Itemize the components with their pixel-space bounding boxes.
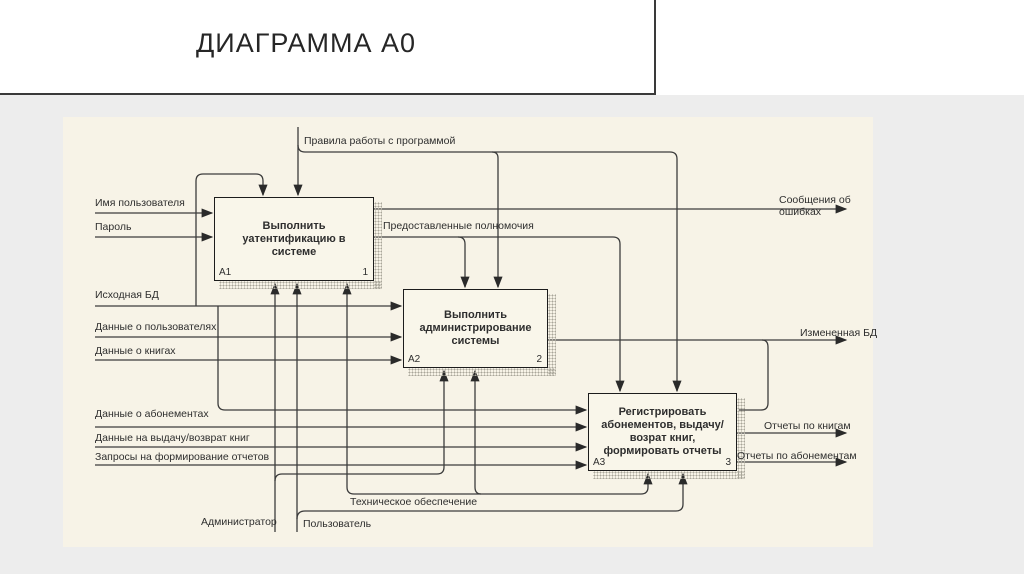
arrow-tech-trunk-a2: [470, 369, 482, 495]
label-book-reports: Отчеты по книгам: [764, 420, 851, 432]
arrow-administrator-a2: [274, 369, 449, 482]
arrow-granted-a3: [374, 236, 625, 393]
box-title: Выполнить администрирование системы: [419, 309, 532, 347]
box-number: 3: [725, 457, 731, 468]
function-box-a1: Выполнить уатентификацию в системе A1 1: [214, 197, 382, 289]
label-tech-support: Техническое обеспечение: [350, 496, 478, 508]
arrow-granted-a2: [457, 236, 470, 289]
label-books-data: Данные о книгах: [95, 345, 176, 357]
label-administrator: Администратор: [201, 516, 277, 528]
box-number: 2: [536, 354, 542, 365]
label-changed-db: Измененная БД: [800, 327, 878, 339]
arrow-rules-trunk-a3: [297, 144, 682, 393]
box-title: Выполнить уатентификацию в системе: [242, 219, 346, 258]
arrow-rules-a2: [491, 151, 503, 289]
box-id: A1: [219, 267, 232, 278]
label-users-data: Данные о пользователях: [95, 321, 217, 333]
label-subscription-reports: Отчеты по абонементам: [737, 450, 857, 462]
label-rules: Правила работы с программой: [304, 135, 456, 147]
label-subscriptions-data: Данные о абонементах: [95, 408, 209, 420]
label-error-messages: Сообщения об ошибках: [779, 194, 851, 218]
label-source-db: Исходная БД: [95, 289, 159, 301]
label-issue-return-data: Данные на выдачу/возврат книг: [95, 432, 250, 444]
box-id: A2: [408, 354, 421, 365]
arrow-source-db-a3: [217, 306, 588, 415]
box-number: 1: [362, 267, 368, 278]
box-id: A3: [593, 457, 606, 468]
arrow-tech-trunk-a3: [346, 472, 653, 495]
function-box-a2: Выполнить администрирование системы A2 2: [403, 289, 556, 376]
label-report-requests: Запросы на формирование отчетов: [95, 451, 270, 463]
arrow-source-db-a1: [195, 173, 268, 306]
arrow-changed-db-branch: [739, 339, 769, 411]
box-title: Регистрировать абонементов, выдачу/возра…: [601, 406, 724, 457]
label-username: Имя пользователя: [95, 197, 185, 209]
label-user: Пользователь: [303, 518, 372, 530]
label-password: Пароль: [95, 221, 132, 233]
label-granted-permissions: Предоставленные полномочия: [383, 220, 534, 232]
title-box: ДИАГРАММА А0: [0, 0, 656, 95]
page-title: ДИАГРАММА А0: [196, 28, 417, 58]
arrow-tech-support-a3: [296, 472, 688, 520]
function-box-a3: Регистрировать абонементов, выдачу/возра…: [588, 393, 745, 479]
